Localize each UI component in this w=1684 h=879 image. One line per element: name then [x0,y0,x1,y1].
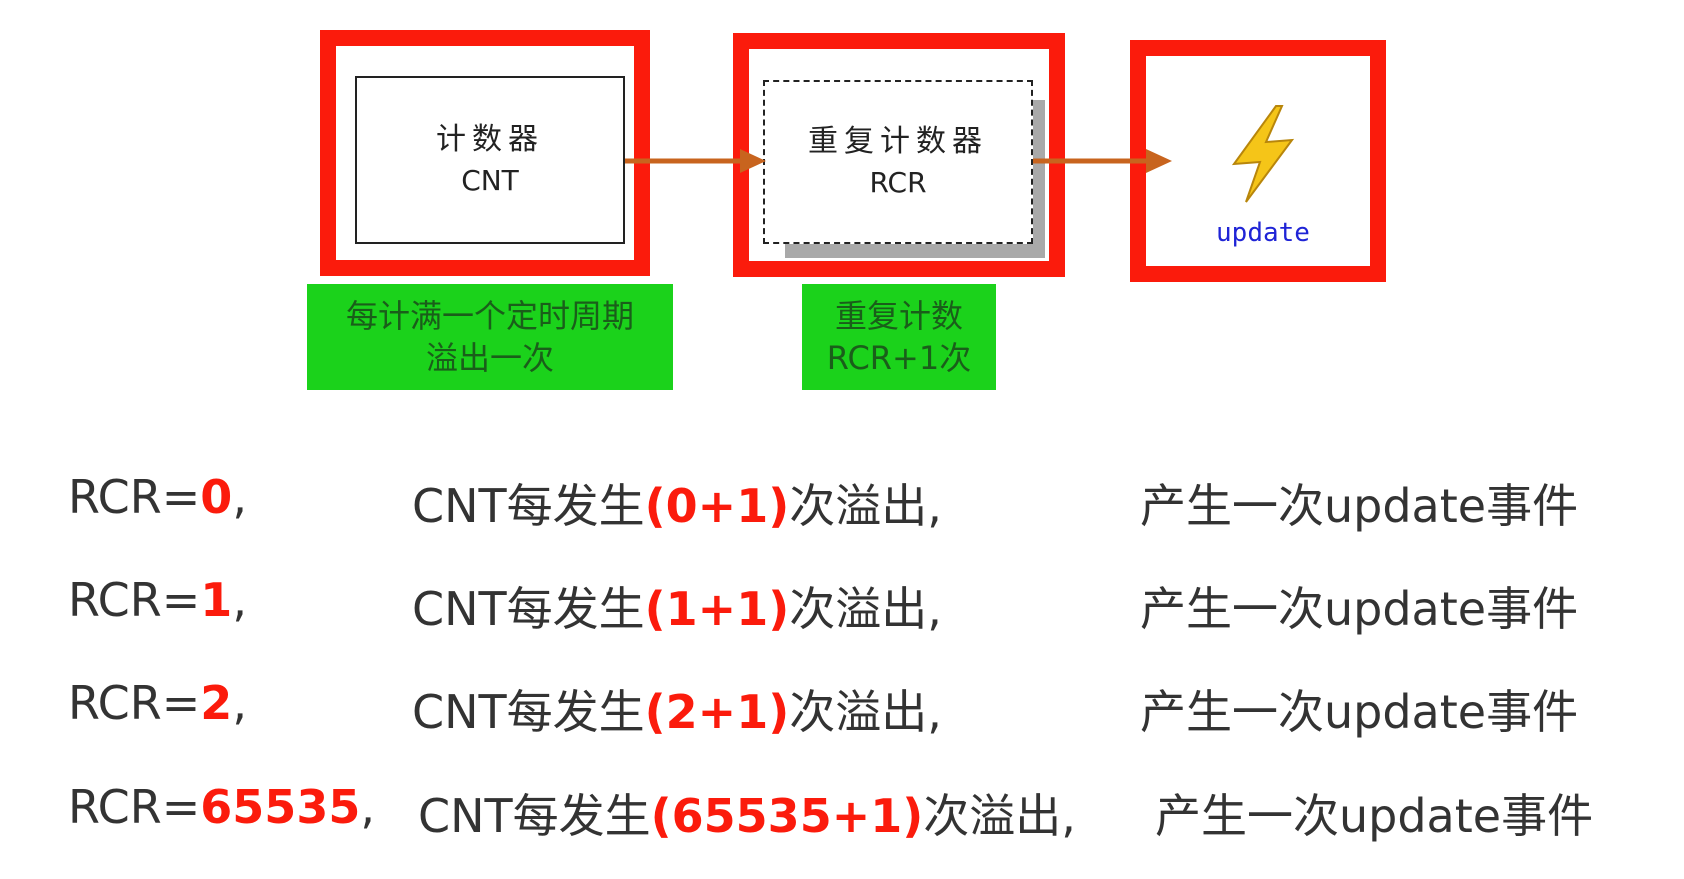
cnt-note-line1: 每计满一个定时周期 [345,297,634,335]
arrow-cnt-to-rcr [625,149,766,173]
row-comma: , [232,676,247,730]
rcr-title-en: RCR [869,166,927,199]
explanation-row: RCR=0, CNT每发生(0+1)次溢出, 产生一次update事件 [0,462,1684,533]
explanation-row: RCR=1, CNT每发生(1+1)次溢出, 产生一次update事件 [0,565,1684,636]
row-comma: , [232,573,247,627]
row-mid-a: CNT每发生 [412,685,645,739]
row-prefix: RCR= [68,780,201,834]
row-rcr-value: 65535 [200,780,361,834]
rcr-note: 重复计数 RCR+1次 [802,284,996,390]
row-expr: (65535+1) [650,789,924,843]
row-expr: (2+1) [644,685,790,739]
row-comma: , [360,780,375,834]
cnt-title-zh: 计数器 [436,122,544,157]
row-prefix: RCR= [68,470,201,524]
explanation-row: RCR=2, CNT每发生(2+1)次溢出, 产生一次update事件 [0,668,1684,739]
rcr-note-line1: 重复计数 [834,297,963,335]
explanation-row: RCR=65535, CNT每发生(65535+1)次溢出, 产生一次updat… [0,772,1684,843]
row-mid-a: CNT每发生 [418,789,651,843]
row-suffix: 产生一次update事件 [1155,789,1594,843]
row-suffix: 产生一次update事件 [1140,685,1579,739]
row-suffix: 产生一次update事件 [1140,582,1579,636]
update-label: update [1216,218,1310,248]
rcr-title-zh: 重复计数器 [808,124,988,159]
row-mid-b: 次溢出, [789,685,942,739]
cnt-title-en: CNT [461,164,519,197]
row-expr: (1+1) [644,582,790,636]
row-suffix: 产生一次update事件 [1140,479,1579,533]
arrow-rcr-to-update [1033,149,1172,173]
row-mid-a: CNT每发生 [412,582,645,636]
row-prefix: RCR= [68,676,201,730]
cnt-note-line2: 溢出一次 [425,339,554,377]
cnt-block: 计数器 CNT [355,76,625,244]
row-mid-b: 次溢出, [789,479,942,533]
row-rcr-value: 0 [200,470,233,524]
row-mid-b: 次溢出, [923,789,1076,843]
row-rcr-value: 1 [200,573,233,627]
cnt-note: 每计满一个定时周期 溢出一次 [307,284,673,390]
row-rcr-value: 2 [200,676,233,730]
row-comma: , [232,470,247,524]
row-expr: (0+1) [644,479,790,533]
lightning-icon [1231,105,1295,203]
rcr-block: 重复计数器 RCR [763,80,1033,244]
row-prefix: RCR= [68,573,201,627]
row-mid-a: CNT每发生 [412,479,645,533]
row-mid-b: 次溢出, [789,582,942,636]
rcr-note-line2: RCR+1次 [826,339,972,377]
